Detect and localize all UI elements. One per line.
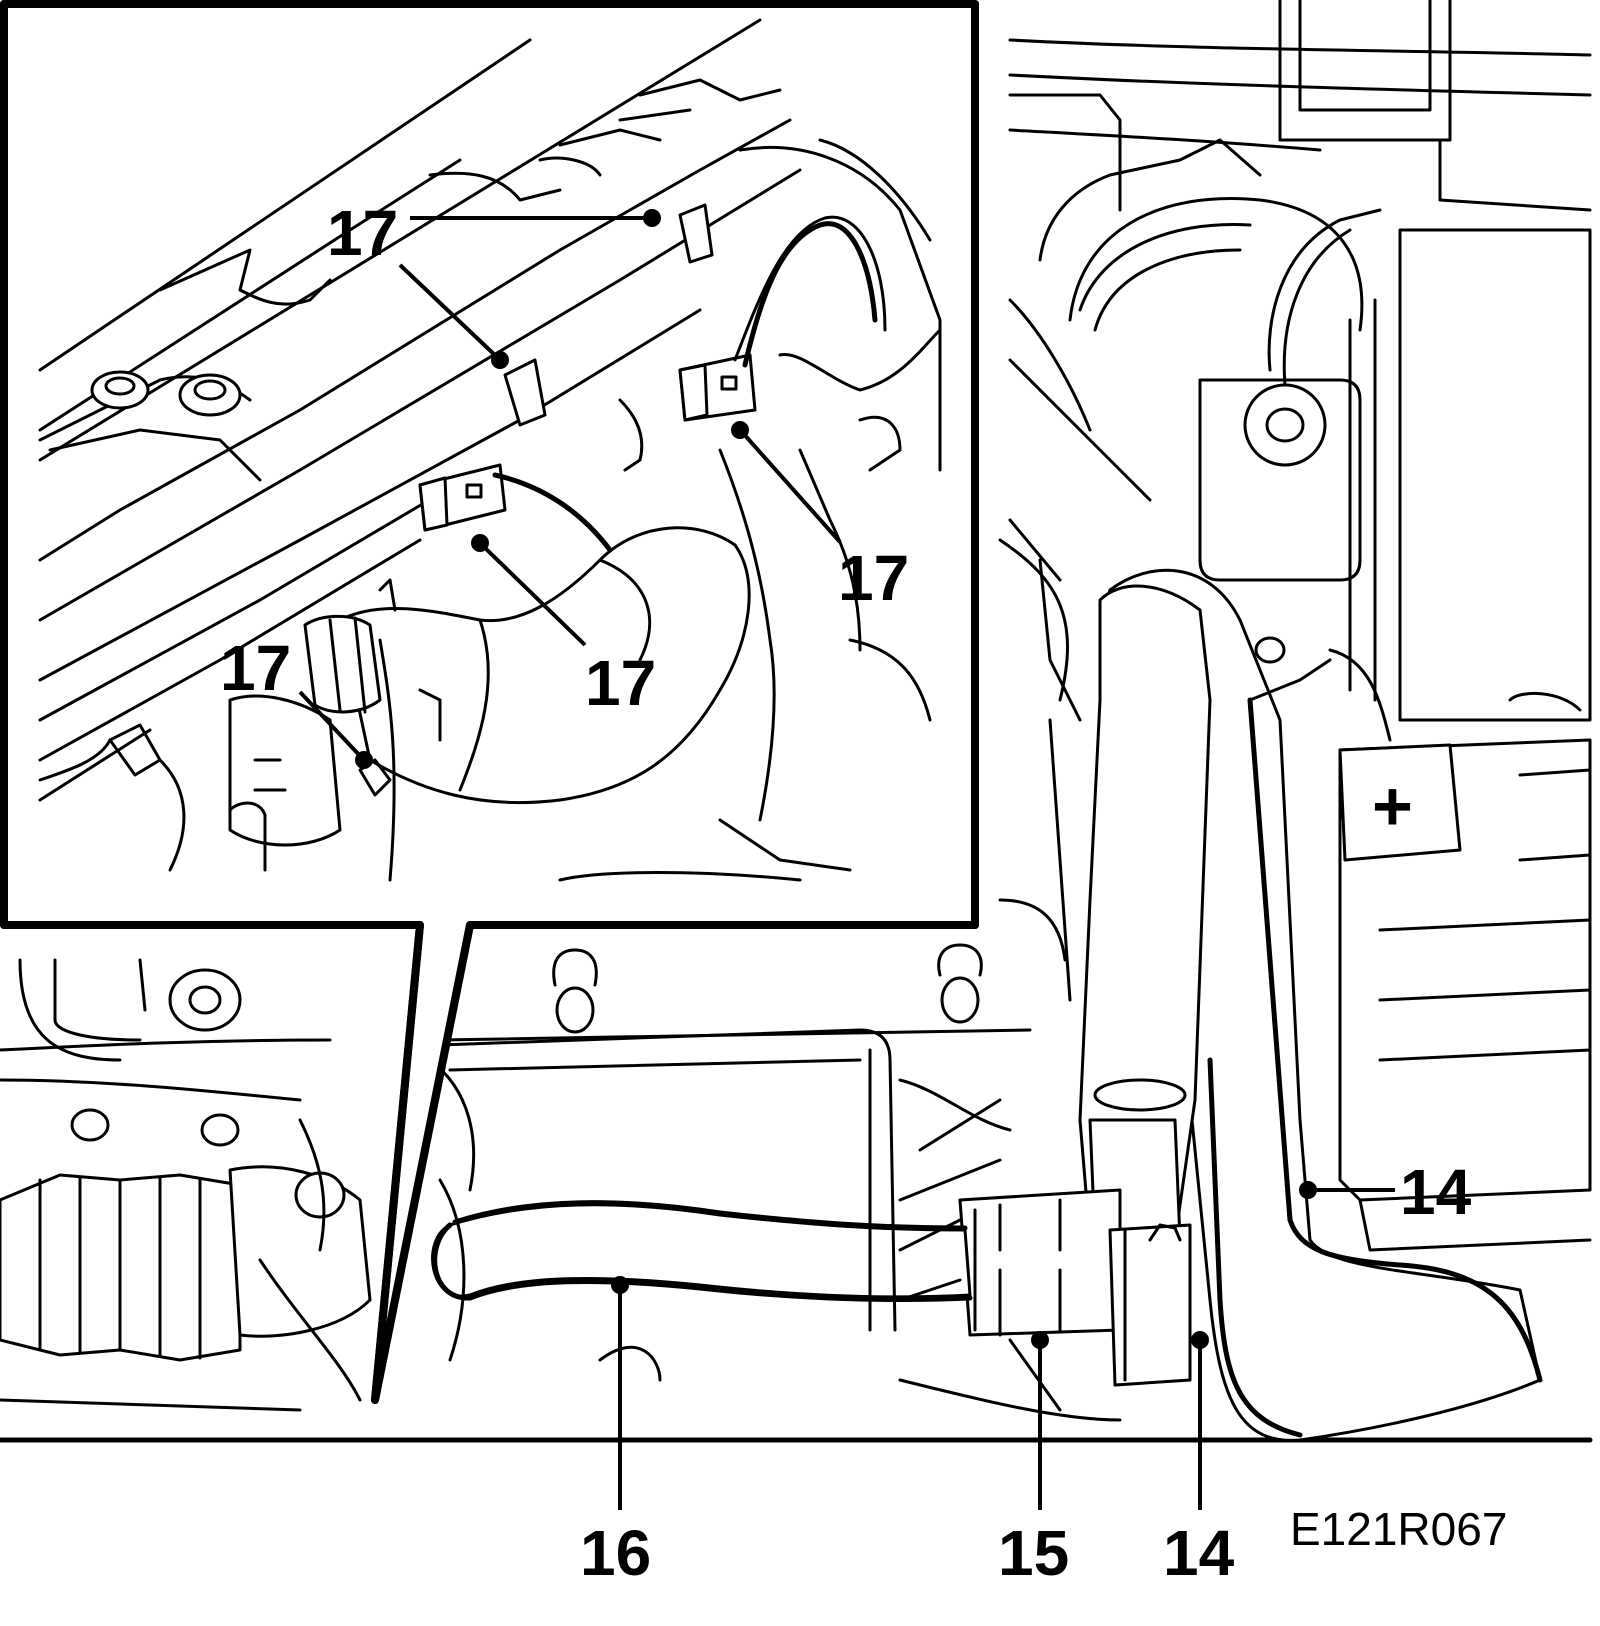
callout-16: 16 <box>580 1276 651 1589</box>
callout-17-c-label: 17 <box>585 647 656 719</box>
callout-14-right-label: 14 <box>1400 1156 1472 1228</box>
callouts: 14 14 15 16 17 <box>220 197 1472 1589</box>
inset-detail-view <box>0 0 979 1404</box>
figure-id: E121R067 <box>1290 1503 1507 1555</box>
svg-text:+: + <box>1372 767 1413 845</box>
callout-17-a-label: 17 <box>327 197 398 269</box>
callout-14-bottom: 14 <box>1163 1331 1235 1589</box>
callout-17-d: 17 <box>220 632 373 769</box>
callout-17-d-label: 17 <box>220 632 291 704</box>
callout-17-b: 17 <box>731 421 909 614</box>
callout-17-b-label: 17 <box>838 542 909 614</box>
callout-14-bottom-label: 14 <box>1163 1517 1235 1589</box>
main-engine-bay-view: + <box>0 0 1593 1443</box>
callout-15-label: 15 <box>998 1517 1069 1589</box>
callout-16-label: 16 <box>580 1517 651 1589</box>
callout-17-c: 17 <box>471 534 656 719</box>
callout-17-a: 17 <box>327 197 661 369</box>
callout-15: 15 <box>998 1331 1069 1589</box>
callout-14-right: 14 <box>1299 1156 1472 1228</box>
